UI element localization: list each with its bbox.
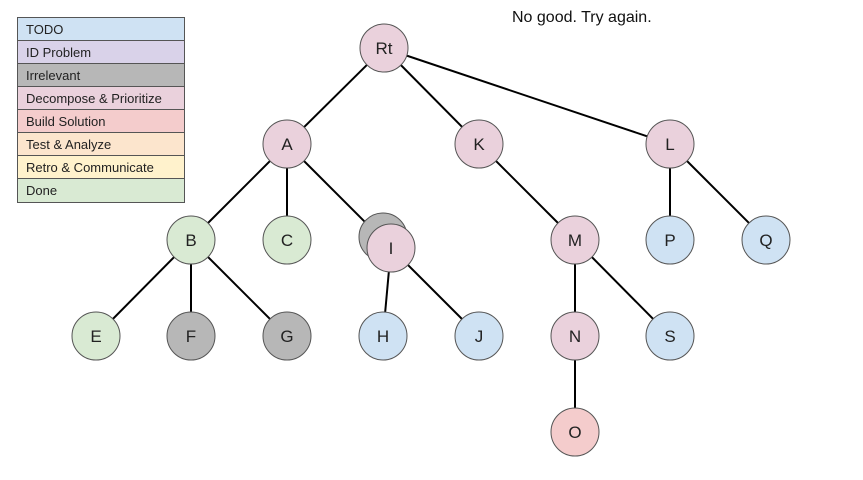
node-C[interactable]: C xyxy=(262,215,312,265)
node-circle xyxy=(262,119,312,169)
node-label: F xyxy=(186,327,196,346)
node-label: H xyxy=(377,327,389,346)
edge-Rt-L xyxy=(383,47,671,145)
node-circle xyxy=(262,215,312,265)
node-circle xyxy=(550,407,600,457)
status-message: No good. Try again. xyxy=(512,9,652,26)
node-label: Rt xyxy=(376,39,393,58)
node-label: C xyxy=(281,231,293,250)
legend-item: Test & Analyze xyxy=(18,133,184,156)
node-H[interactable]: H xyxy=(358,311,408,361)
node-circle xyxy=(550,215,600,265)
node-circle xyxy=(645,311,695,361)
node-label: N xyxy=(569,327,581,346)
node-O[interactable]: O xyxy=(550,407,600,457)
node-circle xyxy=(741,215,791,265)
node-F[interactable]: F xyxy=(166,311,216,361)
node-Q[interactable]: Q xyxy=(741,215,791,265)
node-label: L xyxy=(665,135,674,154)
node-circle xyxy=(645,119,695,169)
nodes-group: RtA K L B C I M P Q E F G H J N S O xyxy=(71,23,791,457)
node-Rt[interactable]: Rt xyxy=(359,23,409,73)
node-label: J xyxy=(475,327,484,346)
node-L[interactable]: L xyxy=(645,119,695,169)
node-circle xyxy=(166,311,216,361)
node-label: M xyxy=(568,231,582,250)
node-circle xyxy=(550,311,600,361)
node-M[interactable]: M xyxy=(550,215,600,265)
node-circle xyxy=(645,215,695,265)
legend-item: Irrelevant xyxy=(18,64,184,87)
node-circle xyxy=(359,23,409,73)
legend-item: TODO xyxy=(18,18,184,41)
node-label: B xyxy=(185,231,196,250)
node-G[interactable]: G xyxy=(262,311,312,361)
legend-item: Build Solution xyxy=(18,110,184,133)
node-N[interactable]: N xyxy=(550,311,600,361)
node-label: A xyxy=(281,135,293,154)
legend-item: ID Problem xyxy=(18,41,184,64)
node-label: Q xyxy=(759,231,772,250)
node-B[interactable]: B xyxy=(166,215,216,265)
node-A[interactable]: A xyxy=(262,119,312,169)
node-circle xyxy=(71,311,121,361)
legend-item: Retro & Communicate xyxy=(18,156,184,179)
node-I[interactable]: I xyxy=(366,223,416,273)
node-label: O xyxy=(568,423,581,442)
legend-item: Done xyxy=(18,179,184,202)
node-label: G xyxy=(280,327,293,346)
node-label: K xyxy=(473,135,485,154)
node-S[interactable]: S xyxy=(645,311,695,361)
node-K[interactable]: K xyxy=(454,119,504,169)
node-circle xyxy=(454,119,504,169)
node-circle xyxy=(366,223,416,273)
node-circle xyxy=(454,311,504,361)
node-P[interactable]: P xyxy=(645,215,695,265)
legend-item: Decompose & Prioritize xyxy=(18,87,184,110)
node-circle xyxy=(358,311,408,361)
node-circle xyxy=(166,215,216,265)
node-circle xyxy=(262,311,312,361)
node-label: P xyxy=(664,231,675,250)
node-J[interactable]: J xyxy=(454,311,504,361)
node-label: E xyxy=(90,327,101,346)
node-E[interactable]: E xyxy=(71,311,121,361)
node-label: S xyxy=(664,327,675,346)
node-label: I xyxy=(389,239,394,258)
